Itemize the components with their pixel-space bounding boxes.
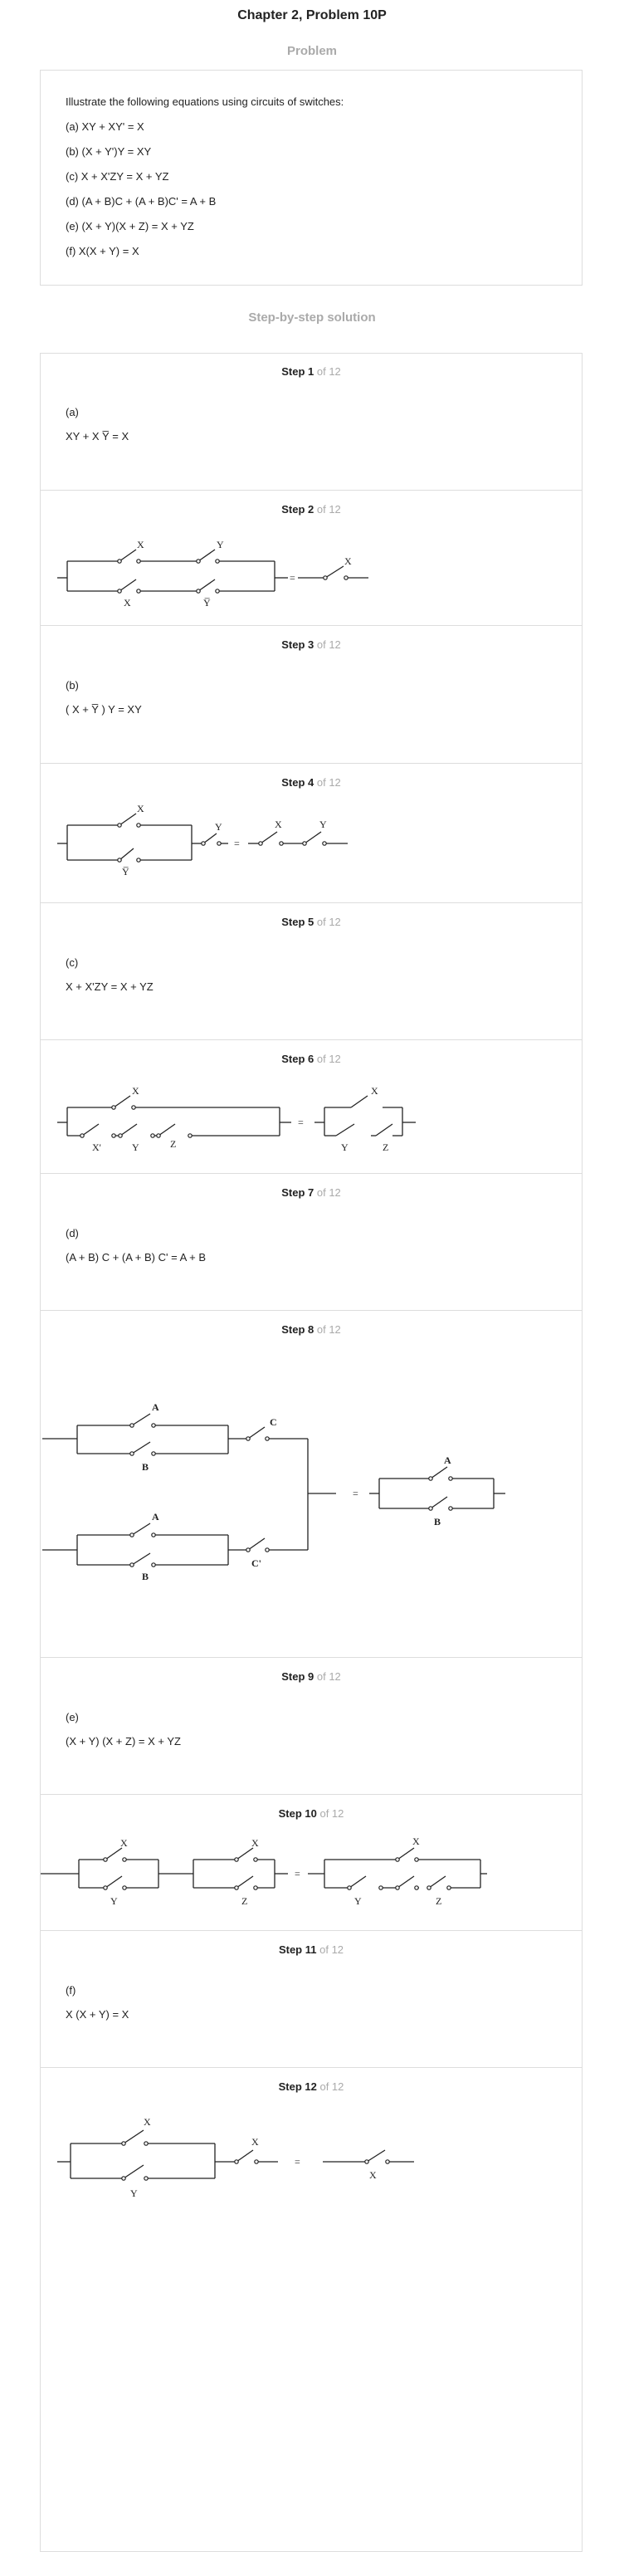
circuit-diagram-b: X Y Y̅ = X Y: [57, 803, 348, 877]
step-header: Step 4 of 12: [281, 776, 341, 789]
switch-label-c: C: [270, 1416, 277, 1428]
step-header: Step 3 of 12: [281, 638, 341, 651]
problem-item: (f) X(X + Y) = X: [66, 245, 139, 257]
equals-sign: =: [295, 2156, 300, 2168]
equals-sign: =: [353, 1488, 358, 1499]
switch-label-x: X: [344, 555, 352, 567]
circuit-diagram-a: X Y X Y̅ = X: [57, 539, 368, 609]
divider: [41, 2067, 582, 2068]
step-equation: ( X + Y̅ ) Y = XY: [66, 703, 142, 716]
switch-label-x: X: [137, 539, 144, 550]
switch-label-x: X: [251, 2136, 259, 2148]
step-equation: (X + Y) (X + Z) = X + YZ: [66, 1735, 181, 1747]
step-equation: XY + X Y̅ = X: [66, 430, 129, 442]
step-equation: X + X'ZY = X + YZ: [66, 980, 154, 993]
switch-label-z: Z: [170, 1138, 176, 1150]
switch-label-y: Y: [217, 539, 224, 550]
switch-label-xprime: X': [92, 1141, 101, 1153]
step-text: (b): [66, 679, 79, 692]
switch-label-x: X: [137, 803, 144, 814]
step-text: (a): [66, 406, 79, 418]
switch-label-x: X: [369, 2169, 377, 2181]
equals-sign: =: [298, 1117, 304, 1128]
step-header: Step 5 of 12: [281, 916, 341, 928]
step-header: Step 10 of 12: [278, 1807, 344, 1820]
step-header: Step 2 of 12: [281, 503, 341, 516]
switch-label-x: X: [120, 1837, 128, 1849]
divider: [41, 902, 582, 903]
switch-label-y: Y: [130, 2187, 138, 2199]
step-text: (f): [66, 1984, 76, 1997]
step-header: Step 9 of 12: [281, 1670, 341, 1683]
switch-label-x: X: [412, 1835, 420, 1847]
step-text: (e): [66, 1711, 79, 1723]
step-header: Step 1 of 12: [281, 365, 341, 378]
step-equation: X (X + Y) = X: [66, 2008, 129, 2021]
switch-label-a: A: [152, 1401, 159, 1413]
switch-label-z: Z: [241, 1895, 247, 1907]
problem-item: (c) X + X'ZY = X + YZ: [66, 170, 169, 183]
problem-label: Problem: [286, 44, 337, 58]
switch-label-z: Z: [383, 1141, 388, 1153]
divider: [41, 625, 582, 626]
divider: [41, 1794, 582, 1795]
step-header: Step 12 of 12: [278, 2080, 344, 2093]
switch-label-x: X: [132, 1085, 139, 1097]
solution-label: Step-by-step solution: [248, 310, 376, 325]
switch-label-z: Z: [436, 1895, 441, 1907]
switch-label-a: A: [444, 1454, 451, 1466]
switch-label-x: X: [251, 1837, 259, 1849]
problem-item: (d) (A + B)C + (A + B)C' = A + B: [66, 195, 217, 208]
equals-sign: =: [234, 838, 240, 849]
divider: [41, 1039, 582, 1040]
step-header: Step 8 of 12: [281, 1323, 341, 1336]
divider: [41, 1657, 582, 1658]
divider: [41, 490, 582, 491]
steps-box: Step 1 of 12 (a) XY + X Y̅ = X Step 2 of…: [40, 353, 583, 2552]
switch-label-y: Y: [132, 1141, 139, 1153]
switch-label-y: Y: [215, 821, 222, 833]
switch-label-x: X: [275, 819, 282, 830]
problem-item: (a) XY + XY' = X: [66, 120, 144, 133]
divider: [41, 763, 582, 764]
circuit-diagram-e: X Y X Z = X Y Z: [41, 1835, 487, 1907]
switch-label-ybar: Y̅: [122, 866, 129, 877]
problem-item: (b) (X + Y')Y = XY: [66, 145, 152, 158]
switch-label-ybar: Y̅: [203, 597, 211, 609]
problem-item: (e) (X + Y)(X + Z) = X + YZ: [66, 220, 194, 232]
step-equation: (A + B) C + (A + B) C' = A + B: [66, 1251, 207, 1264]
circuit-diagram-d: A B C A B C' = A B: [42, 1401, 505, 1582]
circuit-diagram-c: X X' Y Z = X Y Z: [57, 1085, 416, 1153]
divider: [41, 1173, 582, 1174]
step-header: Step 7 of 12: [281, 1186, 341, 1199]
divider: [41, 1310, 582, 1311]
switch-label-b: B: [142, 1571, 149, 1582]
step-header: Step 6 of 12: [281, 1053, 341, 1065]
switch-label-x: X: [124, 597, 131, 609]
switch-label-y: Y: [319, 819, 327, 830]
step-text: (d): [66, 1227, 79, 1239]
page-title: Chapter 2, Problem 10P: [237, 8, 387, 22]
divider: [41, 1930, 582, 1931]
equals-sign: =: [295, 1868, 300, 1879]
switch-label-y: Y: [341, 1141, 349, 1153]
switch-label-b: B: [434, 1516, 441, 1528]
problem-intro: Illustrate the following equations using…: [66, 95, 344, 108]
switch-label-x: X: [371, 1085, 378, 1097]
step-text: (c): [66, 956, 79, 969]
switch-label-x: X: [144, 2116, 151, 2128]
step-header: Step 11 of 12: [278, 1943, 344, 1956]
equals-sign: =: [290, 572, 295, 584]
switch-label-cprime: C': [251, 1557, 261, 1569]
switch-label-a: A: [152, 1511, 159, 1523]
circuit-diagram-f: X Y X = X: [57, 2116, 414, 2199]
problem-box: Illustrate the following equations using…: [40, 70, 583, 286]
switch-label-y: Y: [110, 1895, 118, 1907]
switch-label-b: B: [142, 1461, 149, 1473]
switch-label-y: Y: [354, 1895, 362, 1907]
